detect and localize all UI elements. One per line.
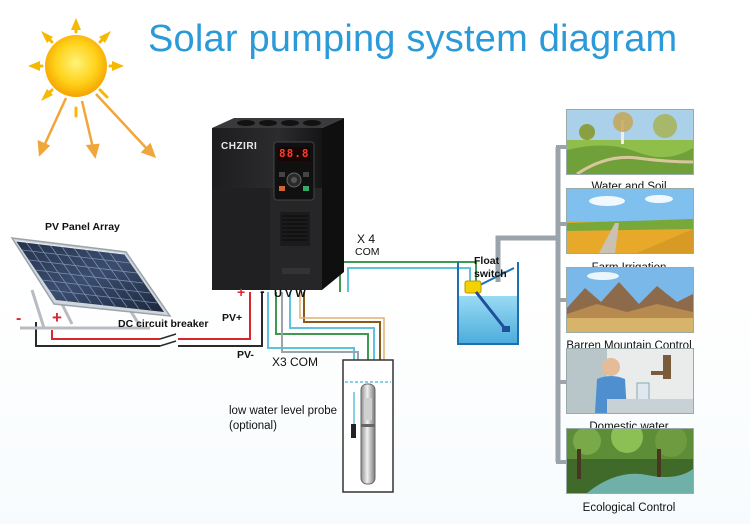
caption-ecological-control: Ecological Control bbox=[582, 502, 676, 514]
water-outlet-pipe bbox=[495, 235, 560, 282]
terminal-plus: + bbox=[237, 284, 246, 300]
application-card: Barren Mountain Control bbox=[566, 267, 695, 352]
solar-panel-array bbox=[10, 237, 172, 330]
terminal-uvw: U V W bbox=[274, 288, 306, 300]
float-label: Float bbox=[474, 255, 500, 267]
wire-u bbox=[275, 292, 369, 362]
mountain-photo bbox=[566, 267, 694, 333]
float-switch-icon bbox=[464, 267, 515, 332]
probe-label-line2: (optional) bbox=[229, 420, 277, 432]
panel-minus-label: - bbox=[16, 310, 22, 327]
wire-v bbox=[289, 292, 375, 362]
pv-minus-label: PV- bbox=[237, 349, 254, 361]
farm-photo bbox=[566, 188, 694, 254]
x3-com-label: X3 COM bbox=[272, 355, 319, 369]
water-tank bbox=[457, 262, 519, 345]
wire-w bbox=[303, 292, 381, 362]
diagram-title: Solar pumping system diagram bbox=[148, 18, 678, 60]
inverter-brand: CHZIRI bbox=[221, 141, 258, 152]
terminal-minus: - bbox=[260, 283, 265, 299]
switch-label: switch bbox=[474, 268, 507, 280]
probe-label-line1: low water level probe bbox=[229, 405, 338, 417]
pv-panel-array-label: PV Panel Array bbox=[45, 221, 120, 233]
pv-plus-label: PV+ bbox=[222, 312, 243, 324]
solar-pump-inverter bbox=[212, 118, 344, 290]
x4-label: X 4 bbox=[357, 232, 376, 246]
sunlight-rays bbox=[37, 93, 157, 159]
wire-x4 bbox=[339, 261, 477, 292]
panel-plus-label: + bbox=[52, 308, 62, 327]
wire-pv-positive bbox=[51, 330, 160, 340]
wire-pv-negative bbox=[35, 322, 160, 347]
water-level-probe-icon bbox=[351, 392, 356, 438]
application-card: Farm Irrigation bbox=[566, 188, 695, 274]
wire-x3 bbox=[267, 292, 355, 392]
inverter-display: 88.8 bbox=[279, 147, 310, 160]
forest-photo bbox=[566, 421, 694, 494]
well-with-pump bbox=[342, 359, 394, 493]
sun-icon bbox=[28, 18, 124, 118]
submersible-pump-icon bbox=[360, 383, 376, 485]
application-card: Water and Soil conservation bbox=[566, 109, 695, 205]
meadow-photo bbox=[566, 109, 694, 176]
dc-breaker-label: DC circuit breaker bbox=[118, 318, 209, 330]
application-card: Ecological Control bbox=[566, 421, 695, 514]
x4-com-label: COM bbox=[355, 246, 380, 258]
domestic-photo bbox=[566, 348, 694, 414]
application-card: Domestic water bbox=[566, 348, 695, 433]
